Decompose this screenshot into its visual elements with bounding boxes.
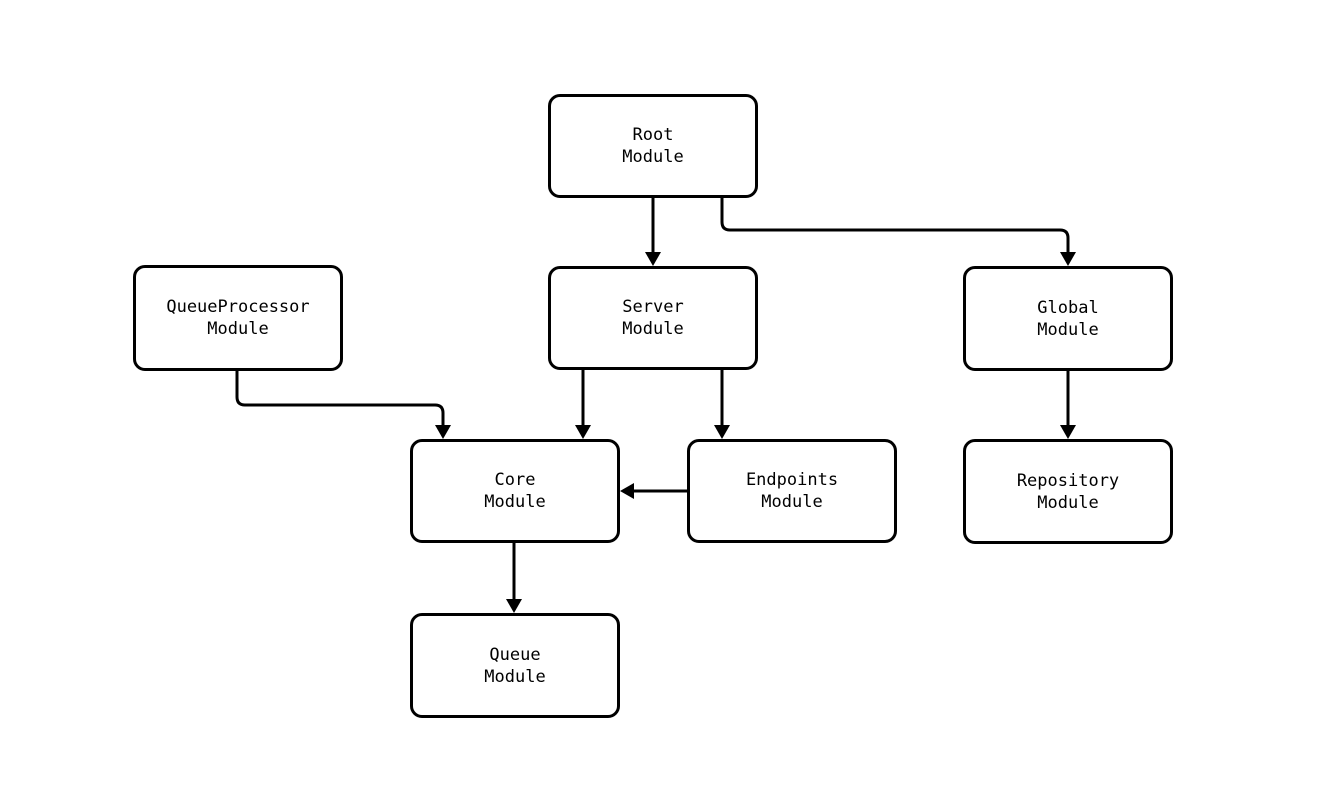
node-queueprocessor-module[interactable]: QueueProcessor Module	[133, 265, 343, 371]
node-label-line2: Module	[1037, 319, 1099, 340]
arrow-head-icon	[506, 599, 522, 613]
arrow-head-icon	[1060, 252, 1076, 266]
node-server-module[interactable]: Server Module	[548, 266, 758, 370]
edge-path	[235, 371, 445, 425]
node-core-module[interactable]: Core Module	[410, 439, 620, 543]
edge-server-to-core	[575, 370, 591, 439]
node-label-line2: Module	[484, 492, 546, 512]
node-endpoints-module[interactable]: Endpoints Module	[687, 439, 897, 543]
node-label-line2: Module	[761, 492, 823, 512]
node-label-line1: Endpoints	[745, 470, 839, 490]
node-label-line2: Module	[1037, 492, 1099, 513]
edge-endpoints-to-core	[620, 483, 687, 499]
edge-queueprocessor-to-core	[235, 371, 451, 439]
arrow-head-icon	[435, 425, 451, 439]
node-label-line1: Server	[622, 297, 684, 317]
node-label-line1: QueueProcessor	[166, 297, 310, 317]
edge-path	[720, 198, 1070, 252]
node-queue-module[interactable]: Queue Module	[410, 613, 620, 718]
edge-core-to-queue	[506, 543, 522, 613]
arrow-head-icon	[620, 483, 634, 499]
edge-root-to-global	[720, 198, 1076, 266]
arrow-head-icon	[575, 425, 591, 439]
arrow-head-icon	[714, 425, 730, 439]
edge-server-to-endpoints	[714, 370, 730, 439]
node-label-line1: Repository	[1016, 470, 1120, 491]
node-repository-module[interactable]: Repository Module	[963, 439, 1173, 544]
node-label-line1: Global	[1037, 297, 1099, 318]
node-label-line1: Queue	[489, 644, 541, 665]
node-label-line2: Module	[622, 147, 684, 167]
node-label-line1: Core	[494, 470, 536, 490]
node-label-line2: Module	[484, 666, 546, 687]
node-global-module[interactable]: Global Module	[963, 266, 1173, 371]
node-label-line2: Module	[207, 319, 269, 339]
node-label-line2: Module	[622, 319, 684, 339]
node-label-line1: Root	[632, 125, 674, 145]
edge-root-to-server	[645, 198, 661, 266]
node-root-module[interactable]: Root Module	[548, 94, 758, 198]
arrow-head-icon	[645, 252, 661, 266]
edge-global-to-repository	[1060, 371, 1076, 439]
arrow-head-icon	[1060, 425, 1076, 439]
